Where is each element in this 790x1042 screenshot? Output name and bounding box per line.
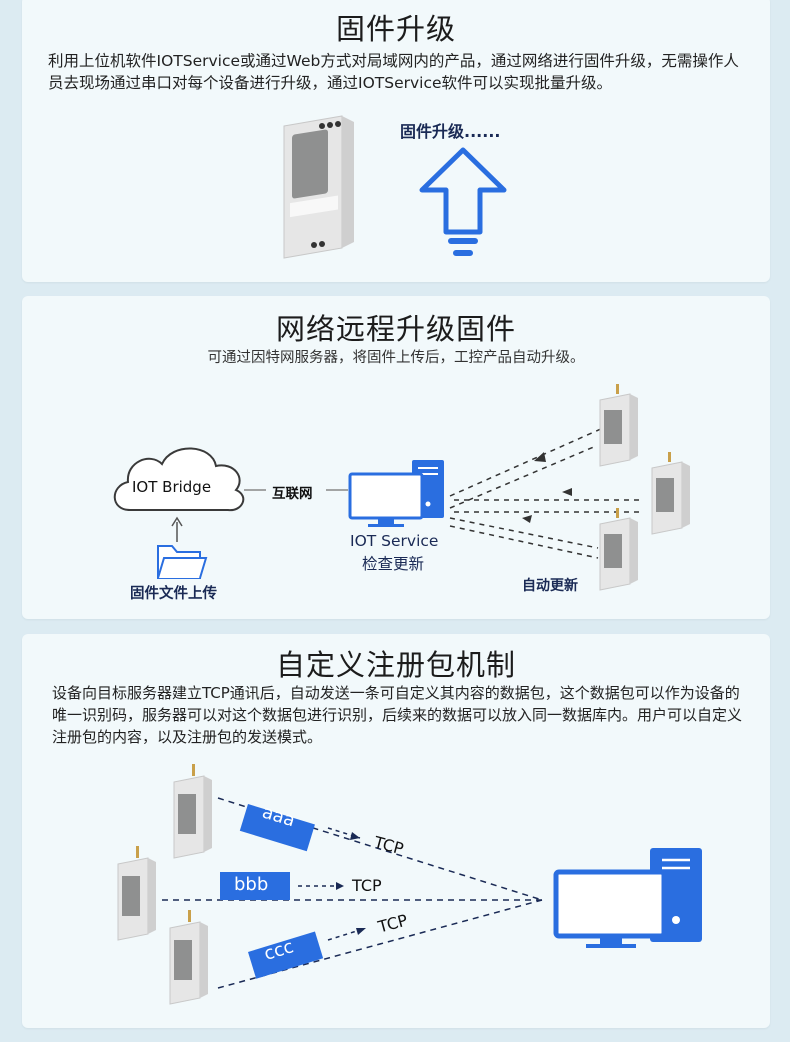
- section-title: 网络远程升级固件: [275, 312, 516, 346]
- device-icon: [599, 508, 638, 591]
- tcp-label: TCP: [352, 876, 382, 895]
- section-subtitle: 可通过因特网服务器，将固件上传后，工控产品自动升级。: [207, 350, 585, 366]
- packet-tag-ccc: [248, 931, 324, 979]
- arrow-caption: 固件升级......: [400, 122, 501, 141]
- service-label: IOT Service: [350, 532, 439, 550]
- folder-icon: [157, 545, 208, 579]
- registration-diagram: [117, 764, 702, 1005]
- folder-label: 固件文件上传: [130, 586, 217, 602]
- device-icon: [283, 115, 354, 259]
- device-icon: [117, 846, 156, 941]
- firmware-upgrade-panel: 固件升级 利用上位机软件IOTService或通过Web方式对局域网内的产品，通…: [22, 0, 770, 282]
- device-icon: [173, 764, 212, 859]
- section-description: 设备向目标服务器建立TCP通讯后，自动发送一条可自定义其内容的数据包，这个数据包…: [52, 684, 743, 746]
- remote-upgrade-panel: 网络远程升级固件 可通过因特网服务器，将固件上传后，工控产品自动升级。: [22, 296, 770, 619]
- server-computer-icon: [553, 848, 702, 948]
- server-computer-icon: [348, 460, 444, 527]
- packet-tag-bbb: [220, 872, 290, 900]
- device-icon: [651, 452, 690, 535]
- packet-label-bbb: bbb: [234, 874, 269, 895]
- section-title: 自定义注册包机制: [275, 648, 516, 682]
- network-diagram: [113, 384, 690, 591]
- device-icon: [599, 384, 638, 467]
- cloud-label: IOT Bridge: [132, 478, 212, 496]
- cloud-icon: [113, 447, 245, 512]
- registration-packet-panel: 自定义注册包机制 设备向目标服务器建立TCP通讯后，自动发送一条可自定义其内容的…: [22, 634, 770, 1028]
- section-description: 利用上位机软件IOTService或通过Web方式对局域网内的产品，通过网络进行…: [48, 52, 739, 92]
- link-label: 互联网: [272, 486, 313, 502]
- service-sublabel: 检查更新: [362, 555, 425, 573]
- device-icon: [169, 910, 208, 1005]
- section-title: 固件升级: [335, 12, 456, 46]
- auto-update-label: 自动更新: [522, 578, 578, 594]
- packet-tag-aaa: [239, 804, 315, 852]
- upgrade-arrow-icon: [419, 147, 507, 256]
